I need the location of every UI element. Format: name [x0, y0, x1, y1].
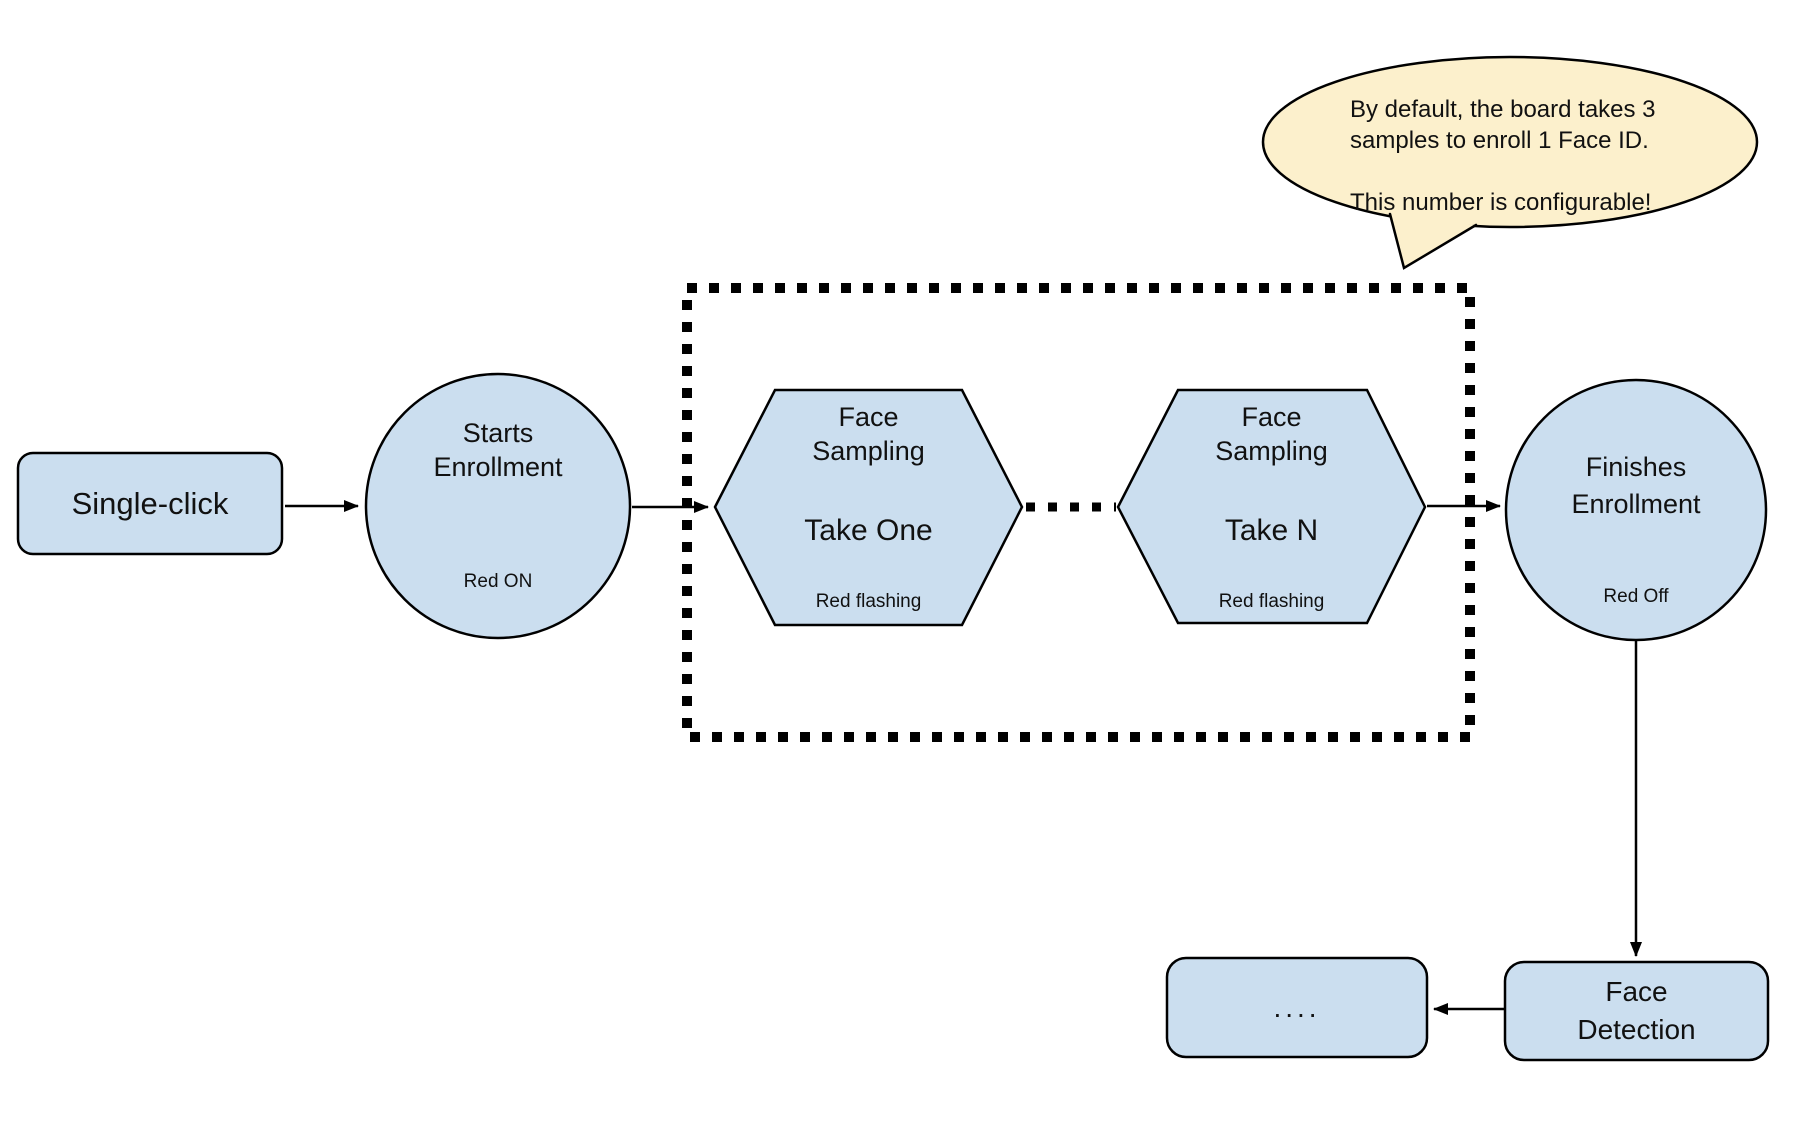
- starts-enrollment-status: Red ON: [463, 571, 533, 592]
- callout-bubble: [1261, 55, 1759, 229]
- single-click-box: [16, 451, 284, 556]
- single-click-label: Single-click: [71, 485, 229, 521]
- finishes-enrollment-circle: [1504, 378, 1768, 642]
- starts-enrollment-circle: [364, 372, 632, 640]
- continuation-label: ....: [1273, 991, 1321, 1023]
- face-sampling-one-hexagon: [713, 388, 1024, 627]
- face-detection-label: Face Detection: [1577, 976, 1696, 1045]
- callout-bubble-tail: [1388, 212, 1478, 270]
- sampling-one-take-label: Take One: [804, 514, 933, 547]
- sampling-one-status: Red flashing: [815, 591, 922, 612]
- sampling-n-title: Face Sampling: [1215, 402, 1328, 466]
- sampling-one-title: Face Sampling: [812, 402, 925, 466]
- callout-text: By default, the board takes 3 samples to…: [1350, 96, 1656, 216]
- face-detection-box: [1503, 960, 1770, 1062]
- sampling-n-take-label: Take N: [1224, 514, 1319, 547]
- starts-enrollment-title: Starts Enrollment: [433, 418, 563, 482]
- face-sampling-n-hexagon: [1116, 388, 1427, 625]
- finishes-enrollment-title: Finishes Enrollment: [1571, 452, 1701, 519]
- continuation-box: [1165, 956, 1429, 1059]
- sampling-n-status: Red flashing: [1218, 591, 1325, 612]
- finishes-enrollment-status: Red Off: [1603, 586, 1669, 607]
